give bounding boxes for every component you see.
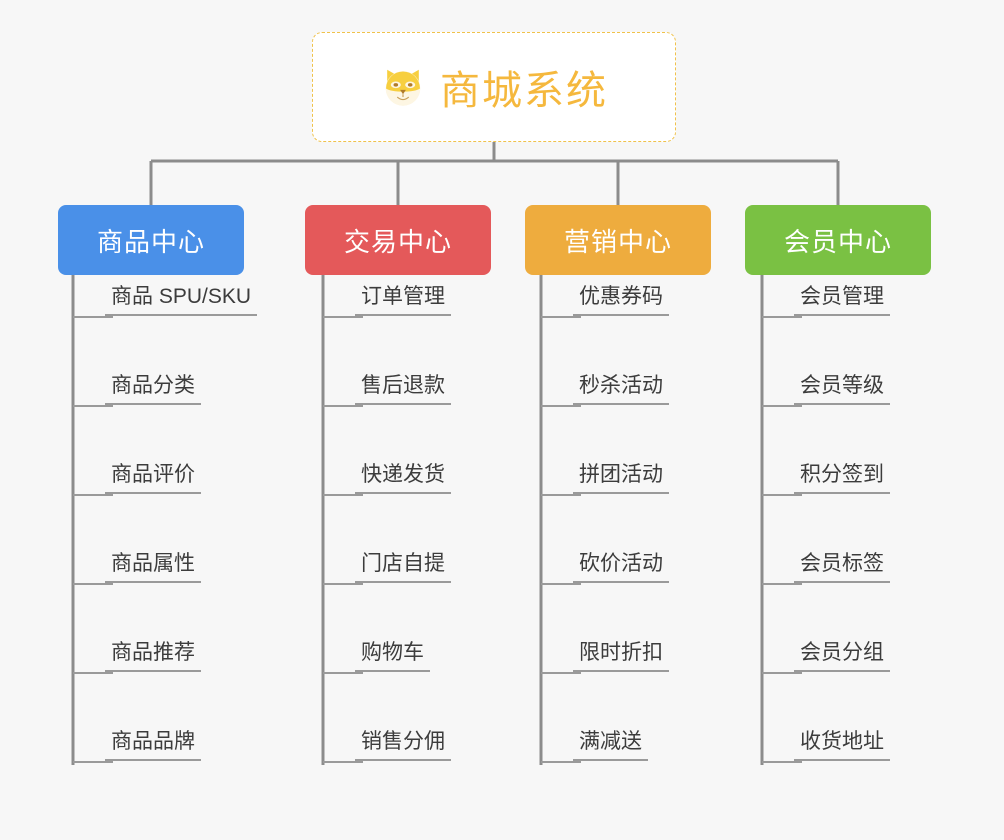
leaf-item[interactable]: 商品 SPU/SKU — [105, 276, 258, 316]
leaf-item[interactable]: 购物车 — [355, 632, 430, 672]
leaf-item-label: 优惠券码 — [573, 286, 669, 316]
leaf-item[interactable]: 门店自提 — [355, 543, 451, 583]
leaf-item-label: 订单管理 — [355, 286, 451, 316]
leaf-item[interactable]: 收货地址 — [794, 721, 890, 761]
leaf-item[interactable]: 商品评价 — [105, 454, 201, 494]
leaf-item-label: 会员分组 — [794, 642, 890, 672]
leaf-item[interactable]: 积分签到 — [794, 454, 890, 494]
root-node[interactable]: 商城系统 — [312, 32, 676, 142]
leaf-item-label: 拼团活动 — [573, 464, 669, 494]
category-head-marketing-center[interactable]: 营销中心 — [525, 205, 711, 275]
leaf-item[interactable]: 会员管理 — [794, 276, 890, 316]
leaf-item-label: 积分签到 — [794, 464, 890, 494]
leaf-item[interactable]: 拼团活动 — [573, 454, 669, 494]
category-head-label: 会员中心 — [783, 226, 892, 257]
category-head-label: 营销中心 — [563, 226, 672, 257]
category-head-label: 商品中心 — [96, 226, 205, 257]
leaf-item-label: 购物车 — [355, 642, 430, 672]
category-head-member-center[interactable]: 会员中心 — [745, 205, 931, 275]
leaf-item[interactable]: 秒杀活动 — [573, 365, 669, 405]
leaf-item-label: 限时折扣 — [573, 642, 669, 672]
leaf-item[interactable]: 商品分类 — [105, 365, 201, 405]
leaf-item-label: 商品评价 — [105, 464, 201, 494]
root-title: 商城系统 — [440, 69, 608, 113]
leaf-item-label: 会员管理 — [794, 286, 890, 316]
leaf-item[interactable]: 售后退款 — [355, 365, 451, 405]
leaf-item-label: 商品 SPU/SKU — [105, 286, 258, 316]
category-head-label: 交易中心 — [343, 226, 452, 257]
leaf-item[interactable]: 销售分佣 — [355, 721, 451, 761]
leaf-item-label: 商品品牌 — [105, 731, 201, 761]
leaf-item-label: 商品分类 — [105, 375, 201, 405]
leaf-item-label: 商品属性 — [105, 553, 201, 583]
leaf-item[interactable]: 会员标签 — [794, 543, 890, 583]
leaf-item-label: 满减送 — [573, 731, 648, 761]
leaf-item-label: 砍价活动 — [573, 553, 669, 583]
leaf-item-label: 商品推荐 — [105, 642, 201, 672]
category-head-product-center[interactable]: 商品中心 — [58, 205, 244, 275]
leaf-item[interactable]: 限时折扣 — [573, 632, 669, 672]
leaf-item[interactable]: 会员分组 — [794, 632, 890, 672]
leaf-item[interactable]: 砍价活动 — [573, 543, 669, 583]
leaf-item[interactable]: 商品推荐 — [105, 632, 201, 672]
leaf-item[interactable]: 满减送 — [573, 721, 648, 761]
leaf-item-label: 收货地址 — [794, 731, 890, 761]
category-head-trade-center[interactable]: 交易中心 — [305, 205, 491, 275]
leaf-item[interactable]: 快递发货 — [355, 454, 451, 494]
leaf-item[interactable]: 优惠券码 — [573, 276, 669, 316]
leaf-item-label: 会员标签 — [794, 553, 890, 583]
leaf-item[interactable]: 商品品牌 — [105, 721, 201, 761]
leaf-item[interactable]: 订单管理 — [355, 276, 451, 316]
leaf-item-label: 秒杀活动 — [573, 375, 669, 405]
leaf-item[interactable]: 商品属性 — [105, 543, 201, 583]
leaf-item[interactable]: 会员等级 — [794, 365, 890, 405]
leaf-item-label: 快递发货 — [355, 464, 451, 494]
leaf-item-label: 售后退款 — [355, 375, 451, 405]
leaf-item-label: 销售分佣 — [355, 731, 451, 761]
dog-face-icon — [380, 64, 426, 110]
leaf-item-label: 会员等级 — [794, 375, 890, 405]
leaf-item-label: 门店自提 — [355, 553, 451, 583]
